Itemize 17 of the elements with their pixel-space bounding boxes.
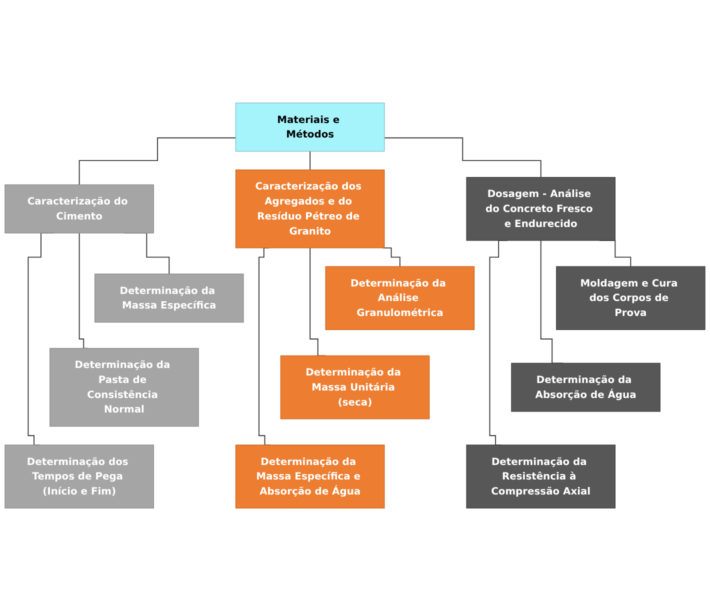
node-box: Moldagem e Cura dos Corpos de Prova	[556, 266, 706, 330]
node-box: Materiais e Métodos	[235, 102, 385, 152]
connector	[310, 150, 311, 170]
connector	[384, 137, 542, 178]
node-box: Determinação da Massa Específica e Absorção de Água	[235, 444, 385, 508]
node-box: Determinação da Massa Específica	[94, 274, 244, 323]
node-box: Determinação da Massa Unitária (seca)	[280, 355, 430, 420]
connector	[382, 247, 400, 267]
connector	[78, 137, 236, 186]
node-box: Determinação da Resistência à Compressão Axial	[466, 444, 616, 508]
node-box: Determinação da Pasta de Consistência Normal	[50, 348, 199, 427]
node-box: Caracterização do Cimento	[4, 184, 154, 234]
node-box: Caracterização dos Agregados e do Resíduo Pétreo de Granito	[235, 170, 385, 248]
node-box: Determinação dos Tempos de Pega (Início e Fim)	[4, 444, 154, 508]
node-box: Determinação da Análise Granulométrica	[325, 266, 475, 330]
node-box: Dosagem - Análise do Concreto Fresco e Endurecido	[466, 176, 616, 241]
node-box: Determinação da Absorção de Água	[511, 362, 660, 412]
